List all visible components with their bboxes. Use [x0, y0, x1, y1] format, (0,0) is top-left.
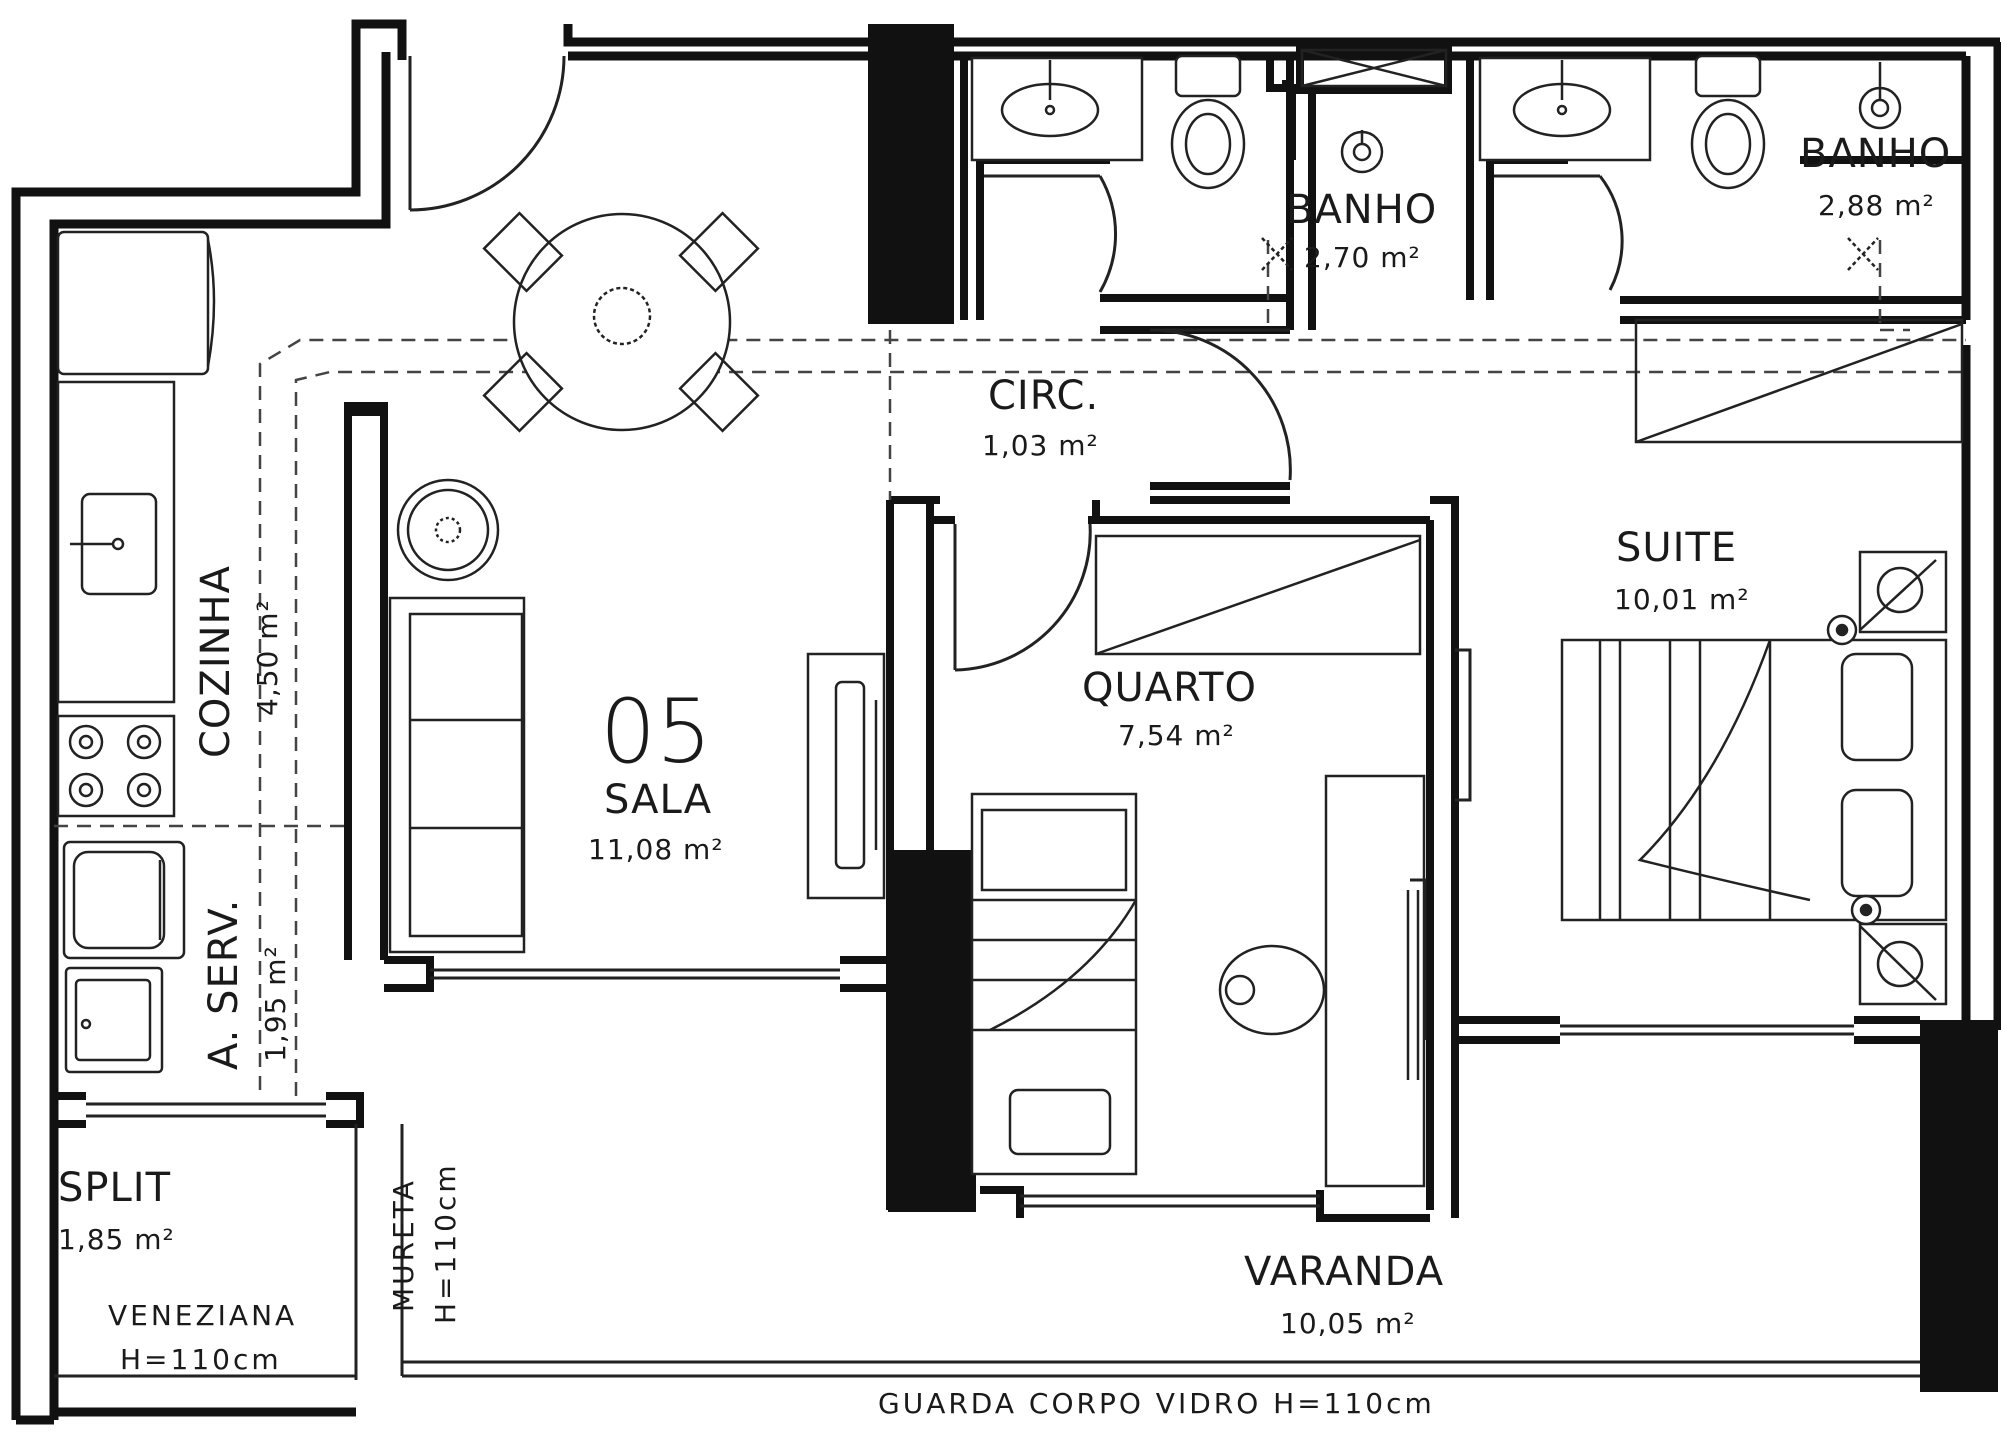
room-name-varanda: VARANDA [1244, 1249, 1445, 1295]
room-area-suite: 10,01 m² [1614, 583, 1750, 616]
room-name-banho-2: BANHO [1800, 131, 1952, 177]
room-name-quarto: QUARTO [1082, 665, 1257, 711]
room-area-aserv: 1,95 m² [259, 945, 292, 1062]
room-name-banho-1: BANHO [1286, 187, 1438, 233]
note-mureta-height: H=110cm [429, 1162, 462, 1324]
room-area-banho-1: 2,70 m² [1304, 241, 1421, 274]
note-mureta: MURETA [387, 1178, 420, 1312]
interior-walls [54, 44, 1966, 1222]
note-veneziana: VENEZIANA [108, 1299, 298, 1332]
room-area-varanda: 10,05 m² [1280, 1307, 1416, 1340]
room-name-split: SPLIT [58, 1165, 172, 1211]
room-area-sala: 11,08 m² [588, 833, 724, 866]
room-area-circ: 1,03 m² [982, 429, 1099, 462]
unit-number: 05 [600, 680, 712, 783]
room-area-split: 1,85 m² [58, 1223, 175, 1256]
room-area-cozinha: 4,50 m² [251, 599, 284, 716]
room-name-sala: SALA [604, 777, 713, 823]
note-guarda-corpo: GUARDA CORPO VIDRO H=110cm [878, 1387, 1435, 1420]
furniture [56, 48, 1964, 1188]
room-area-quarto: 7,54 m² [1118, 719, 1235, 752]
note-veneziana-height: H=110cm [120, 1343, 282, 1376]
room-name-circ: CIRC. [988, 373, 1100, 419]
structural-columns [868, 24, 1998, 1392]
room-name-cozinha: COZINHA [193, 565, 239, 758]
room-name-aserv: A. SERV. [201, 898, 247, 1070]
windows [54, 968, 1920, 1380]
ceiling-lines [54, 240, 1966, 1096]
exterior-walls [11, 19, 2001, 1425]
room-name-suite: SUITE [1616, 525, 1738, 571]
room-area-banho-2: 2,88 m² [1818, 189, 1935, 222]
